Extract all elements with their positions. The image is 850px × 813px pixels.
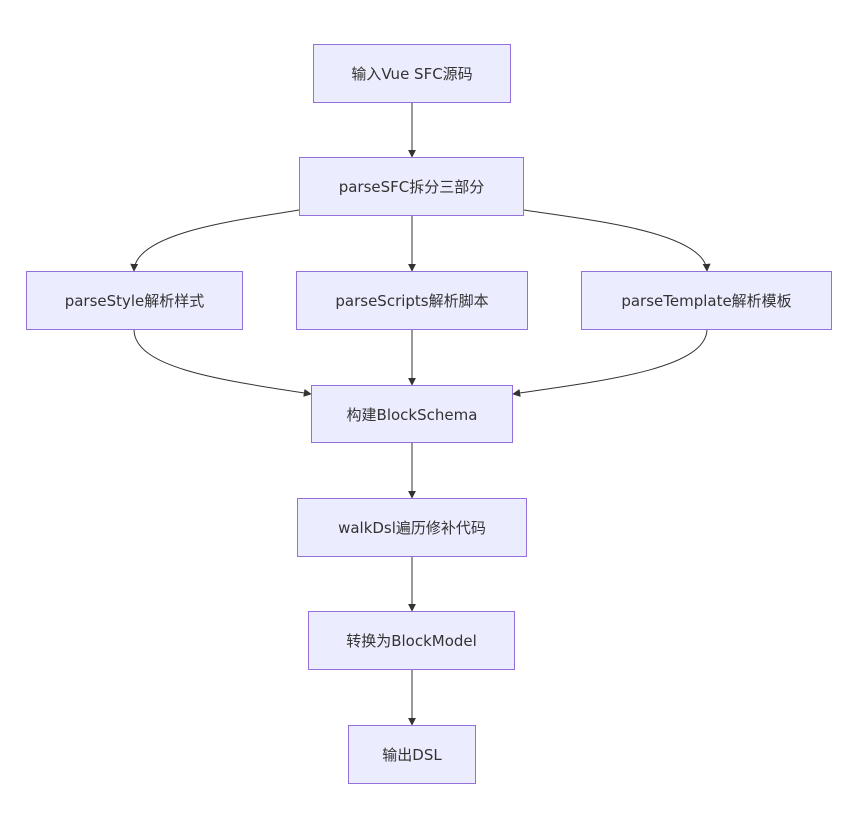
node-convert-model: 转换为BlockModel bbox=[308, 611, 515, 670]
node-label: parseSFC拆分三部分 bbox=[338, 178, 485, 196]
node-output-dsl: 输出DSL bbox=[348, 725, 476, 784]
node-label: 转换为BlockModel bbox=[346, 632, 477, 650]
node-parse-style: parseStyle解析样式 bbox=[26, 271, 243, 330]
edge-parsesfc-to-parsetemplate bbox=[523, 209, 711, 272]
node-parse-template: parseTemplate解析模板 bbox=[581, 271, 832, 330]
node-label: walkDsl遍历修补代码 bbox=[338, 519, 486, 537]
node-label: parseScripts解析脚本 bbox=[335, 292, 489, 310]
edge-parsesfc-to-parsestyle bbox=[130, 209, 300, 272]
node-parse-scripts: parseScripts解析脚本 bbox=[296, 271, 528, 330]
node-label: 输出DSL bbox=[382, 746, 442, 764]
node-walk-dsl: walkDsl遍历修补代码 bbox=[297, 498, 527, 557]
node-label: 输入Vue SFC源码 bbox=[351, 65, 473, 83]
node-build-schema: 构建BlockSchema bbox=[311, 385, 513, 443]
node-input-source: 输入Vue SFC源码 bbox=[313, 44, 511, 103]
node-label: parseTemplate解析模板 bbox=[621, 292, 792, 310]
edge-parsetemplate-to-schema bbox=[512, 329, 708, 397]
node-label: 构建BlockSchema bbox=[346, 405, 478, 424]
node-label: parseStyle解析样式 bbox=[64, 292, 205, 310]
edge-parsestyle-to-schema bbox=[133, 329, 312, 397]
node-parse-sfc: parseSFC拆分三部分 bbox=[299, 157, 524, 216]
